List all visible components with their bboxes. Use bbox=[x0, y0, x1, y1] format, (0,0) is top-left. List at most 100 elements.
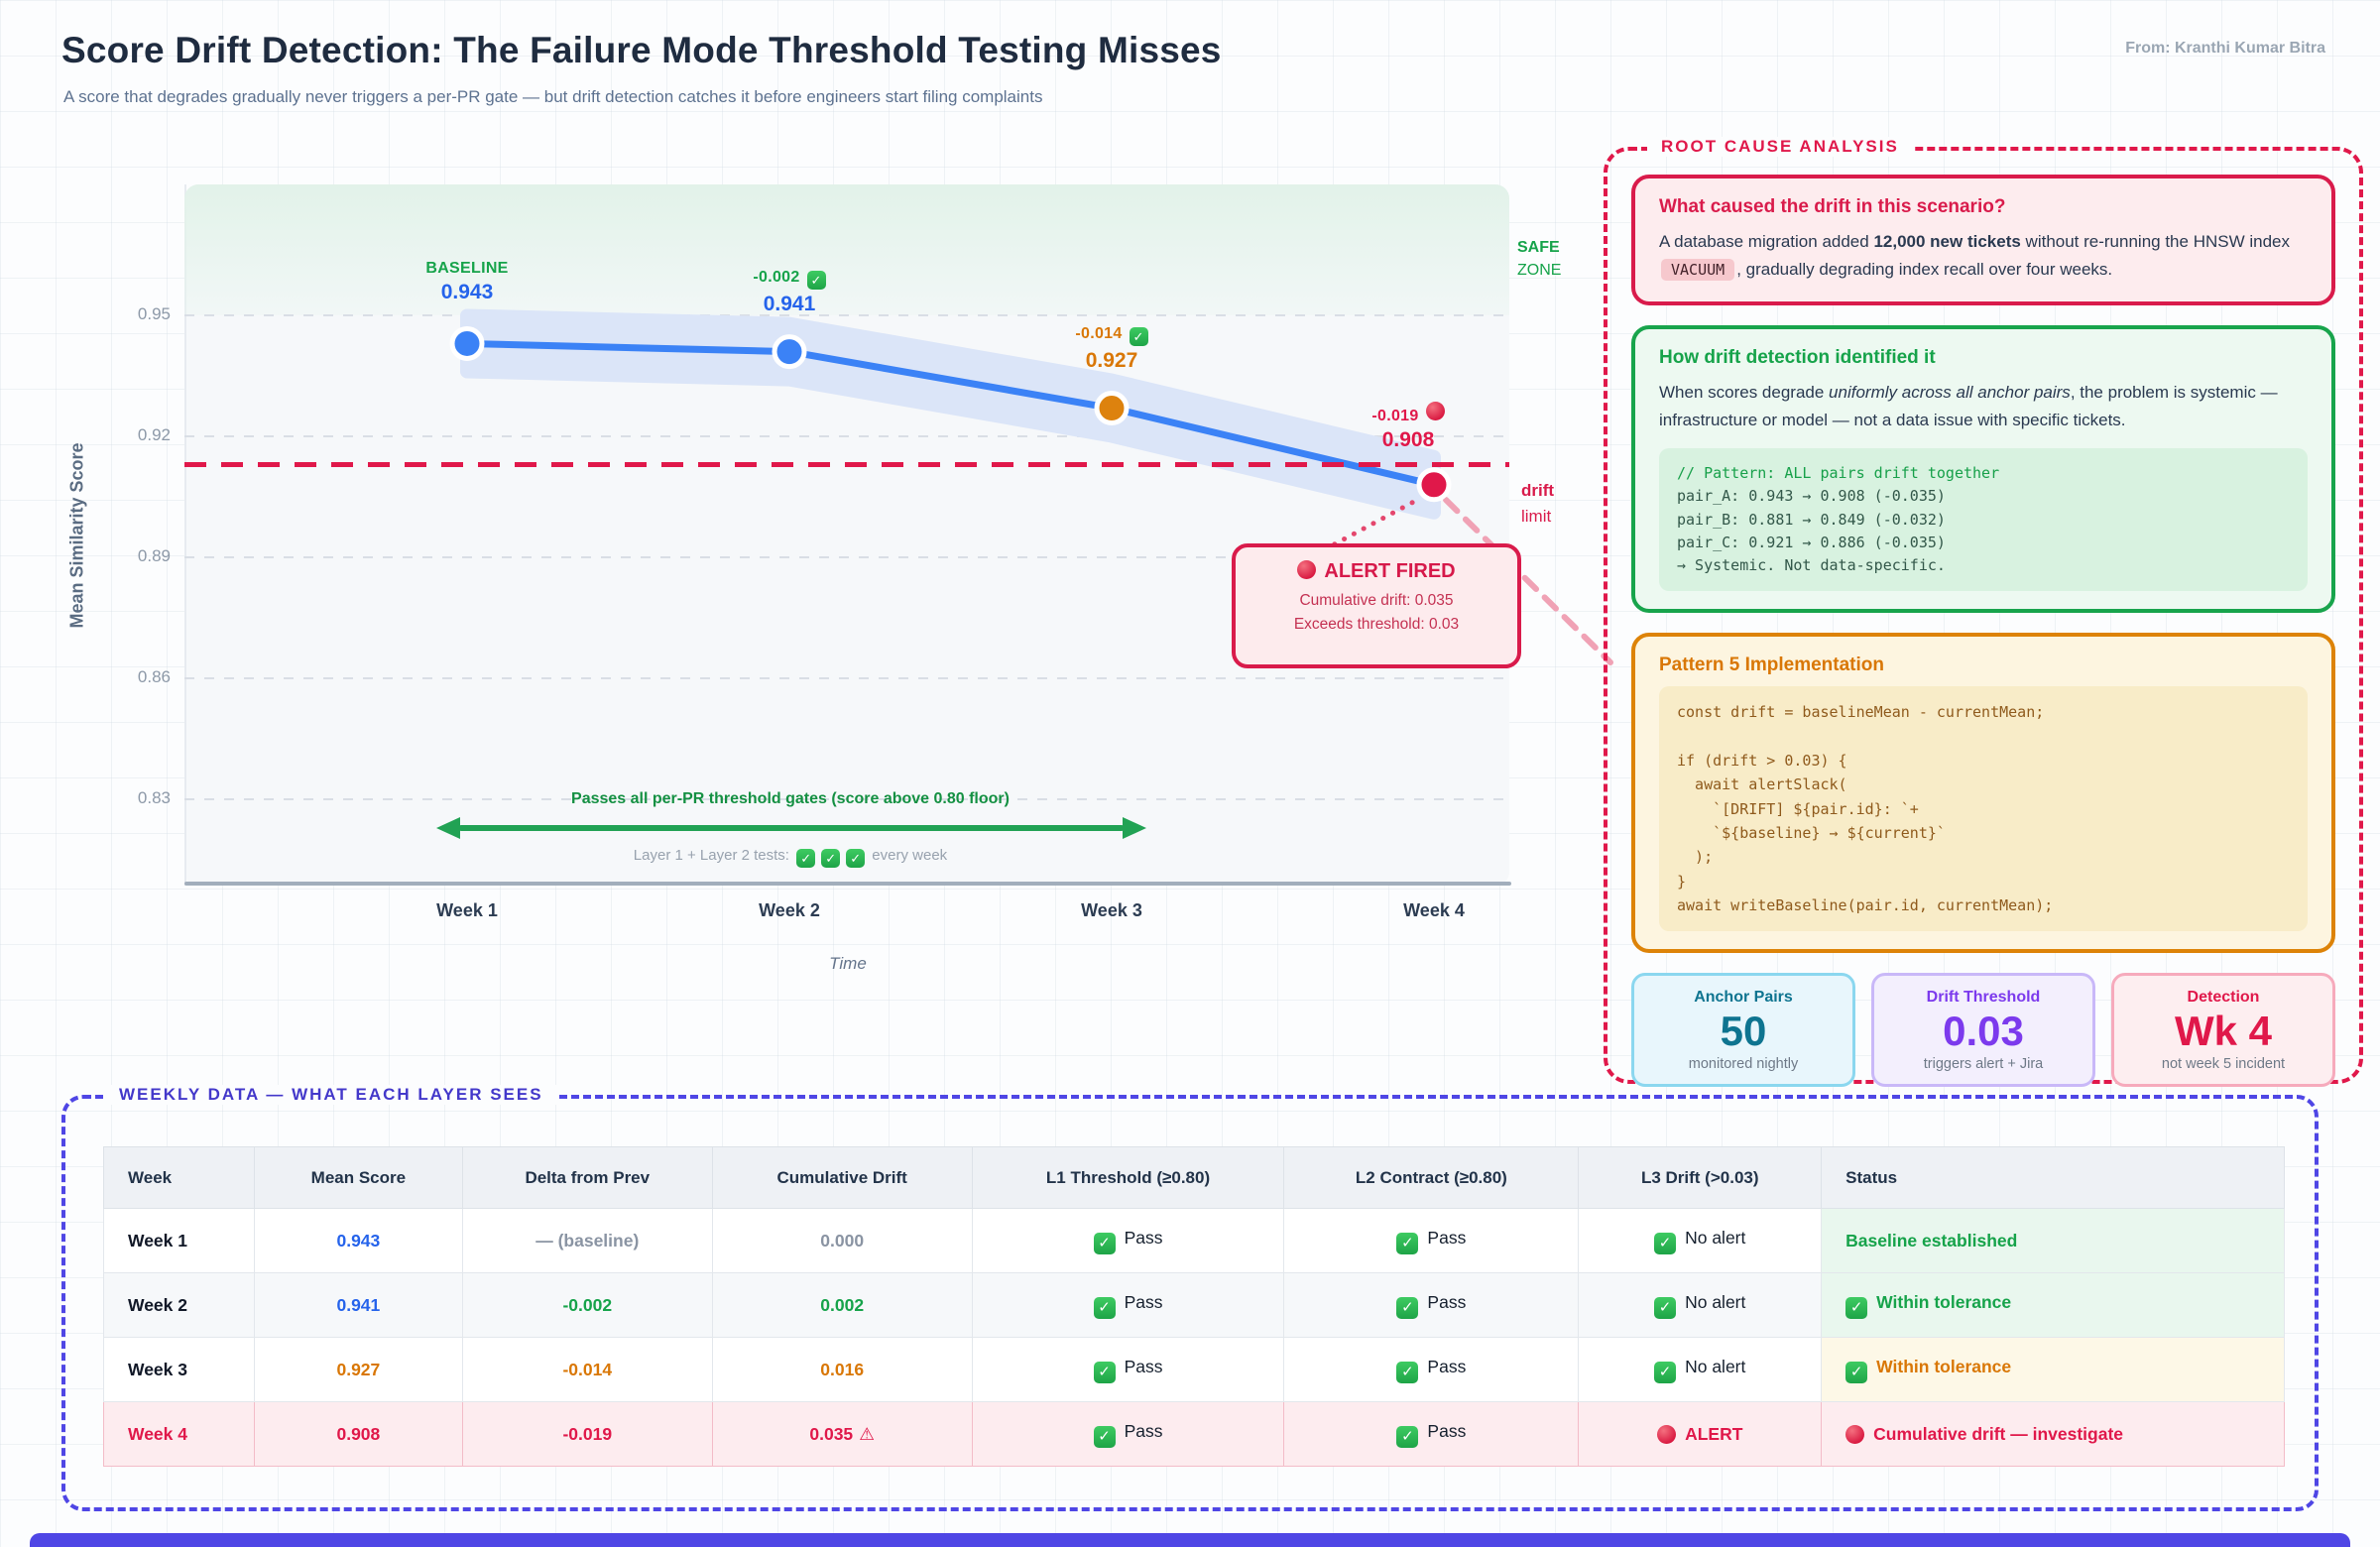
red-circle-icon bbox=[1425, 401, 1445, 420]
table-cell: 0.016 bbox=[711, 1337, 973, 1402]
table-cell: Pass bbox=[1283, 1401, 1580, 1467]
check-icon bbox=[1654, 1296, 1677, 1319]
point-delta: BASELINE bbox=[425, 260, 509, 278]
y-axis-title: Mean Similarity Score bbox=[66, 442, 87, 629]
code-line: `${baseline} → ${current}` bbox=[1677, 823, 1946, 842]
x-axis-title: Time bbox=[829, 954, 867, 973]
table-cell: Pass bbox=[1283, 1208, 1580, 1273]
alert-line: Exceeds threshold: 0.03 bbox=[1293, 616, 1460, 634]
check-icon bbox=[1093, 1361, 1116, 1383]
red-circle-icon bbox=[1657, 1424, 1677, 1444]
gridline bbox=[184, 314, 1509, 316]
check-icon bbox=[846, 849, 866, 868]
safe-zone-label: SAFE ZONE bbox=[1517, 239, 1562, 280]
alert-fired-callout: ALERT FIRED Cumulative drift: 0.035 Exce… bbox=[1232, 543, 1521, 668]
code-line: → Systemic. Not data-specific. bbox=[1677, 556, 1946, 575]
table-cell: Pass bbox=[1283, 1272, 1580, 1338]
check-icon bbox=[1845, 1296, 1868, 1319]
table-cell: 0.035 ⚠ bbox=[711, 1401, 973, 1467]
stat-label: Drift Threshold bbox=[1926, 989, 2041, 1007]
confidence-band bbox=[460, 308, 1441, 520]
red-circle-icon bbox=[1845, 1424, 1865, 1444]
page-subtitle: A score that degrades gradually never tr… bbox=[63, 87, 1043, 106]
text-part: VACUUM bbox=[1661, 259, 1735, 282]
l3-result: No alert bbox=[1685, 1227, 1746, 1248]
check-icon bbox=[1845, 1361, 1868, 1383]
table-cell: No alert bbox=[1578, 1208, 1823, 1273]
gridline bbox=[184, 435, 1509, 437]
table-row: Week 10.943— (baseline)0.000PassPassNo a… bbox=[103, 1208, 2285, 1273]
stat-label: Anchor Pairs bbox=[1694, 989, 1793, 1007]
code-line: ); bbox=[1677, 848, 1714, 867]
status-text: Baseline established bbox=[1845, 1230, 2018, 1250]
x-tick-label: Week 1 bbox=[436, 900, 498, 920]
alert-title: ALERT FIRED bbox=[1236, 560, 1517, 583]
stat-subtext: monitored nightly bbox=[1688, 1055, 1799, 1072]
code-line: await writeBaseline(pair.id, currentMean… bbox=[1677, 895, 2054, 914]
column-header: Week bbox=[103, 1146, 255, 1209]
table-cell: 0.000 bbox=[711, 1208, 973, 1273]
column-header: L2 Contract (≥0.80) bbox=[1283, 1146, 1580, 1209]
check-icon bbox=[806, 270, 826, 290]
y-tick-label: 0.92 bbox=[137, 425, 171, 444]
table-cell: Week 1 bbox=[103, 1208, 255, 1273]
cause-card: What caused the drift in this scenario? … bbox=[1631, 175, 2335, 306]
root-cause-analysis-panel: ROOT CAUSE ANALYSIS What caused the drif… bbox=[1604, 137, 2363, 1087]
check-icon bbox=[1396, 1232, 1419, 1254]
point-label-1: BASELINE 0.943 bbox=[358, 260, 576, 304]
text-part: , the problem is systemic — infrastructu… bbox=[1659, 383, 2278, 430]
gridline bbox=[184, 798, 1509, 800]
l1-result: Pass bbox=[1124, 1420, 1163, 1441]
table-cell: 0.927 bbox=[253, 1337, 463, 1402]
check-icon bbox=[1396, 1425, 1419, 1448]
column-header: Mean Score bbox=[253, 1146, 463, 1209]
gate-sub-prefix: Layer 1 + Layer 2 tests: bbox=[633, 847, 794, 864]
check-icon bbox=[1129, 326, 1148, 346]
cause-card-body: A database migration added 12,000 new ti… bbox=[1659, 228, 2308, 284]
table-cell: Pass bbox=[971, 1401, 1285, 1467]
how-card: How drift detection identified it When s… bbox=[1631, 325, 2335, 614]
status-text: Cumulative drift — investigate bbox=[1873, 1423, 2124, 1444]
table-cell: — (baseline) bbox=[461, 1208, 713, 1273]
table-cell: 0.908 bbox=[253, 1401, 463, 1467]
stat-value: 0.03 bbox=[1943, 1008, 2024, 1055]
check-icon bbox=[1654, 1361, 1677, 1383]
pattern-card-title: Pattern 5 Implementation bbox=[1659, 654, 1884, 676]
stat-subtext: triggers alert + Jira bbox=[1923, 1055, 2044, 1072]
rca-panel-label: ROOT CAUSE ANALYSIS bbox=[1647, 137, 1913, 157]
l3-result: No alert bbox=[1685, 1291, 1746, 1312]
column-header: Status bbox=[1821, 1146, 2285, 1209]
table-cell: Within tolerance bbox=[1821, 1337, 2285, 1402]
code-line: pair_C: 0.921 → 0.886 (-0.035) bbox=[1677, 533, 1946, 551]
gate-double-arrow bbox=[436, 817, 1146, 839]
how-card-title: How drift detection identified it bbox=[1659, 347, 1936, 369]
x-tick-label: Week 3 bbox=[1081, 900, 1142, 920]
drift-threshold-line bbox=[184, 462, 1509, 468]
alert-title-text: ALERT FIRED bbox=[1324, 560, 1456, 582]
point-value: 0.927 bbox=[1085, 348, 1138, 372]
table-cell: Pass bbox=[971, 1272, 1285, 1338]
table-cell: Week 2 bbox=[103, 1272, 255, 1338]
point-value: 0.943 bbox=[440, 281, 494, 304]
x-axis-line bbox=[184, 882, 1511, 886]
text-part: uniformly across all anchor pairs bbox=[1829, 383, 2071, 403]
l3-result: No alert bbox=[1685, 1356, 1746, 1376]
table-cell: -0.019 bbox=[461, 1401, 713, 1467]
data-point-3 bbox=[1094, 391, 1130, 426]
code-line: await alertSlack( bbox=[1677, 775, 1847, 794]
column-header: L3 Drift (>0.03) bbox=[1578, 1146, 1823, 1209]
point-delta: -0.002 bbox=[680, 269, 898, 290]
point-value: 0.908 bbox=[1381, 427, 1435, 451]
table-cell: -0.002 bbox=[461, 1272, 713, 1338]
x-tick-label: Week 4 bbox=[1403, 900, 1465, 920]
safe-zone-band bbox=[184, 184, 1509, 315]
